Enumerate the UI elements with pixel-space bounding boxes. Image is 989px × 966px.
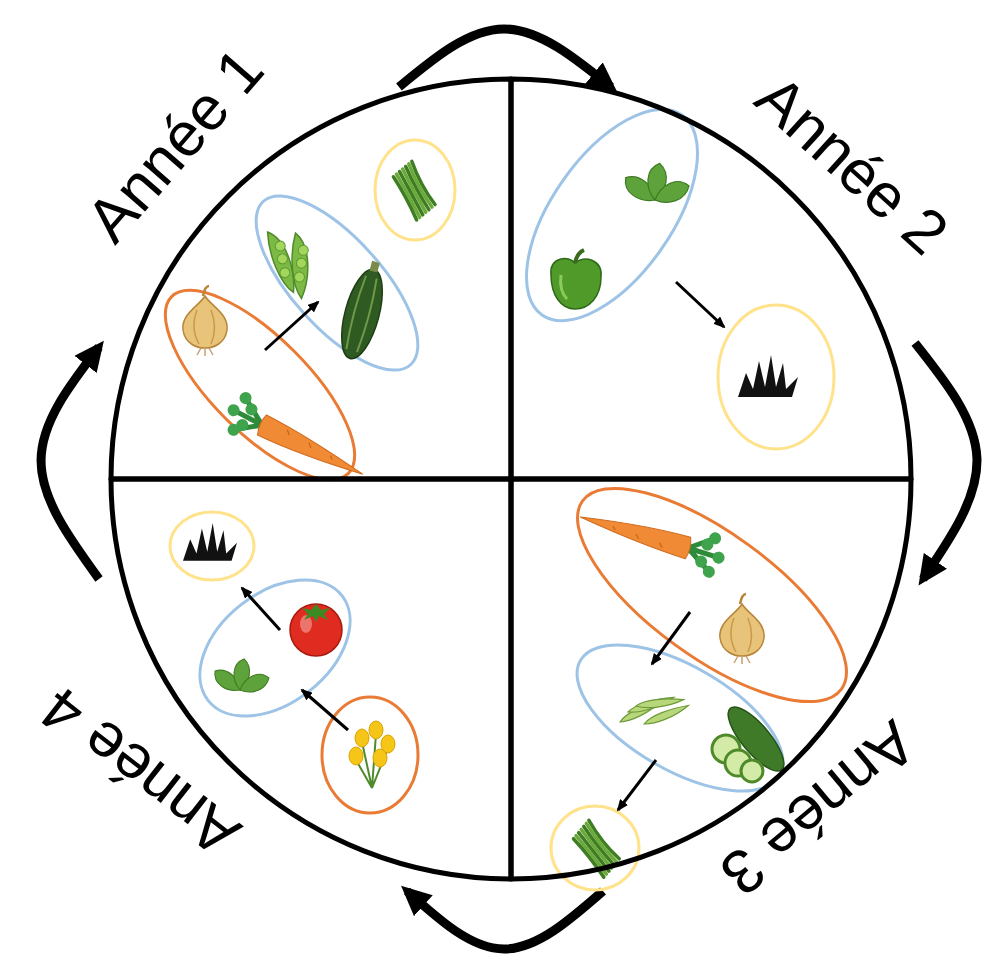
sequence-arrow (676, 282, 724, 327)
onion-roots (197, 348, 213, 356)
okra-pod (643, 701, 690, 728)
flower-petal (369, 721, 383, 739)
year-quadrant: Année 3 (511, 479, 911, 879)
onion (720, 594, 764, 664)
zucchini-stripe (344, 275, 378, 352)
onion (183, 286, 227, 356)
group-ellipse (170, 512, 254, 580)
cucumber-slice (741, 760, 763, 782)
onion-roots (734, 656, 750, 664)
pea (298, 245, 309, 256)
pea (279, 267, 291, 279)
year-label-holder: Année 4 (30, 676, 250, 867)
green-manure (738, 355, 798, 397)
group-ellipse (546, 451, 878, 739)
carrot-leaf (226, 402, 242, 418)
pepper-stem (575, 250, 584, 263)
sequence-arrow (242, 588, 280, 630)
grass-tuft (183, 523, 237, 561)
sequence-arrow (652, 612, 690, 664)
basil (621, 161, 691, 209)
carrot-leaf (694, 554, 709, 569)
carrot (218, 388, 374, 491)
yellow-flowers (349, 721, 395, 788)
green-manure (183, 523, 237, 561)
sequence-arrow (618, 760, 656, 810)
pod (286, 233, 313, 299)
sequence-arrow (265, 302, 318, 350)
group-ellipse (174, 552, 376, 743)
pea (277, 253, 289, 265)
flower-petal (349, 747, 363, 765)
year-label: Année 4 (30, 676, 250, 867)
carrot-ridge (284, 430, 336, 460)
pea-pod (286, 233, 313, 299)
carrot-root (577, 510, 693, 559)
group-ellipse (493, 81, 731, 350)
pepper-shine (561, 275, 567, 299)
carrot-leaf (711, 550, 726, 565)
flower-petal (373, 749, 387, 767)
pepper (551, 250, 601, 309)
group-ellipse (718, 305, 834, 449)
year-label-holder: Année 1 (76, 37, 274, 252)
grass-tuft (738, 355, 798, 397)
carrot (574, 500, 731, 581)
tomato (290, 604, 342, 656)
basil-leaf (652, 180, 691, 205)
rotation-arrow (41, 347, 99, 579)
onion-tip (203, 286, 209, 296)
group-ellipse (230, 171, 444, 395)
peas (267, 229, 313, 299)
year-label: Année 1 (76, 37, 274, 252)
onion-line (194, 310, 215, 344)
onion-tip (740, 594, 746, 604)
carrot-leaf (234, 417, 250, 433)
pea (296, 258, 307, 269)
group-ellipse (375, 140, 455, 240)
carrot-root (256, 414, 369, 481)
pea (274, 240, 286, 252)
tomato-body (290, 604, 342, 656)
pepper-body (551, 259, 601, 309)
carrot-leaf (700, 537, 715, 552)
rotation-arrow (407, 891, 603, 949)
year-label: Année 2 (745, 65, 958, 266)
rotation-arrow (915, 343, 977, 579)
group-ellipse (138, 263, 383, 508)
basil-leaf (238, 673, 271, 694)
year-label-holder: Année 2 (745, 65, 958, 266)
cucumber (712, 699, 792, 782)
group-ellipse (322, 697, 418, 813)
tomato-calyx (302, 604, 330, 622)
zucchini-stem (370, 261, 380, 273)
zucchini-body (334, 265, 391, 363)
green-beans (386, 161, 443, 220)
onion-bulb (183, 296, 227, 348)
group-ellipse (554, 615, 805, 820)
onion-line (731, 618, 752, 652)
flower-petal (355, 729, 369, 747)
carrot-ridge (611, 526, 665, 548)
basil (211, 657, 271, 698)
okra (619, 693, 690, 729)
year-quadrant: Année 4 (111, 479, 511, 879)
carrot-leaf (244, 401, 260, 417)
year-quadrant: Année 2 (511, 79, 911, 479)
pea (294, 271, 305, 282)
year-quadrant: Année 1 (111, 79, 511, 479)
bean (386, 177, 425, 220)
sequence-arrow (302, 690, 348, 730)
zucchini (334, 257, 393, 362)
onion-bulb (720, 604, 764, 656)
